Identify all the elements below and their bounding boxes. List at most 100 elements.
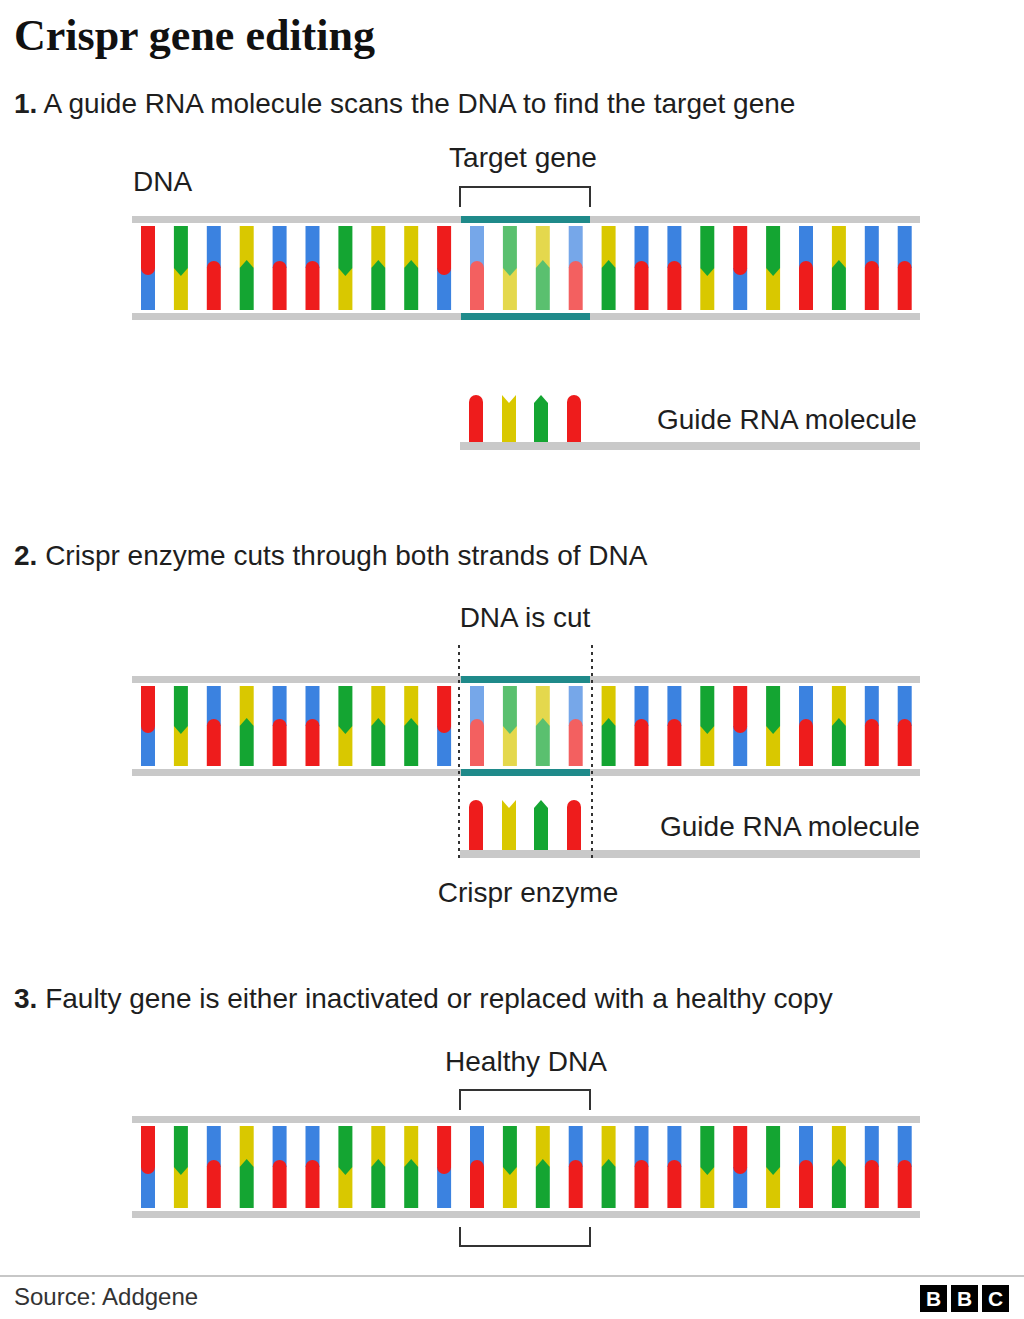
base-segment bbox=[733, 686, 747, 733]
rna-base bbox=[502, 395, 516, 442]
base-segment bbox=[898, 719, 912, 766]
base-segment bbox=[240, 718, 254, 766]
part-label: Guide RNA molecule bbox=[657, 403, 917, 437]
rna-base bbox=[502, 800, 516, 850]
dna-strand bbox=[132, 769, 920, 776]
base-segment bbox=[240, 260, 254, 310]
base-segment bbox=[898, 1160, 912, 1208]
base-segment bbox=[273, 1160, 287, 1208]
base-segment bbox=[437, 226, 451, 275]
base-segment bbox=[602, 1159, 616, 1208]
logo-letter: C bbox=[982, 1285, 1009, 1312]
base-segment bbox=[437, 686, 451, 733]
base-segment bbox=[799, 1160, 813, 1208]
part-label: Crispr enzyme bbox=[438, 876, 618, 910]
base-segment bbox=[174, 686, 188, 734]
base-segment bbox=[569, 1160, 583, 1208]
base-segment bbox=[437, 1126, 451, 1174]
bracket bbox=[460, 187, 590, 207]
dna-strand bbox=[132, 676, 920, 683]
base-segment bbox=[338, 686, 352, 734]
base-segment bbox=[240, 1159, 254, 1208]
rna-base bbox=[469, 800, 483, 850]
base-segment bbox=[141, 686, 155, 733]
title: Crispr gene editing bbox=[14, 10, 375, 62]
part-label: DNA bbox=[133, 165, 192, 199]
target-strand bbox=[461, 769, 590, 776]
base-segment bbox=[273, 261, 287, 310]
rna-base bbox=[534, 800, 548, 850]
base-segment bbox=[635, 261, 649, 310]
base-segment bbox=[733, 226, 747, 275]
target-fade bbox=[461, 683, 590, 769]
dna-strand bbox=[132, 1211, 920, 1218]
bracket bbox=[460, 1090, 590, 1110]
base-segment bbox=[799, 719, 813, 766]
dna-strand bbox=[132, 1116, 920, 1123]
base-segment bbox=[371, 1159, 385, 1208]
base-segment bbox=[865, 1160, 879, 1208]
base-segment bbox=[207, 719, 221, 766]
step-heading: 3. Faulty gene is either inactivated or … bbox=[14, 982, 833, 1016]
base-segment bbox=[766, 1126, 780, 1175]
base-segment bbox=[306, 719, 320, 766]
rna-strand bbox=[460, 850, 920, 858]
step-heading: 2. Crispr enzyme cuts through both stran… bbox=[14, 539, 647, 573]
target-strand bbox=[461, 676, 590, 683]
part-label: DNA is cut bbox=[460, 601, 591, 635]
cut-line bbox=[458, 645, 460, 858]
source-note: Source: Addgene bbox=[14, 1280, 198, 1314]
part-label: Guide RNA molecule bbox=[660, 810, 920, 844]
base-segment bbox=[832, 1159, 846, 1208]
base-segment bbox=[306, 1160, 320, 1208]
base-segment bbox=[141, 1126, 155, 1174]
base-segment bbox=[635, 1160, 649, 1208]
base-segment bbox=[700, 686, 714, 734]
step-heading: 1. A guide RNA molecule scans the DNA to… bbox=[14, 87, 795, 121]
base-segment bbox=[865, 261, 879, 310]
base-segment bbox=[174, 226, 188, 276]
base-segment bbox=[766, 226, 780, 276]
base-segment bbox=[635, 719, 649, 766]
rna-base bbox=[567, 800, 581, 850]
bracket bbox=[460, 1227, 590, 1246]
base-segment bbox=[338, 1126, 352, 1175]
cut-line bbox=[591, 645, 593, 858]
base-segment bbox=[371, 260, 385, 310]
rna-base bbox=[534, 395, 548, 442]
logo-letter: B bbox=[951, 1285, 978, 1312]
dna-strand bbox=[132, 216, 920, 223]
base-segment bbox=[536, 1159, 550, 1208]
base-segment bbox=[404, 260, 418, 310]
target-fade bbox=[461, 223, 590, 313]
part-label: Target gene bbox=[449, 141, 597, 175]
rna-base bbox=[567, 395, 581, 442]
base-segment bbox=[207, 1160, 221, 1208]
base-segment bbox=[338, 226, 352, 276]
base-segment bbox=[667, 719, 681, 766]
base-segment bbox=[174, 1126, 188, 1175]
logo-letter: B bbox=[920, 1285, 947, 1312]
part-label: Healthy DNA bbox=[445, 1045, 607, 1079]
target-strand bbox=[461, 313, 590, 320]
base-segment bbox=[832, 260, 846, 310]
base-segment bbox=[667, 1160, 681, 1208]
target-strand bbox=[461, 216, 590, 223]
base-segment bbox=[766, 686, 780, 734]
base-segment bbox=[700, 226, 714, 276]
base-segment bbox=[470, 1160, 484, 1208]
base-segment bbox=[733, 1126, 747, 1174]
base-segment bbox=[865, 719, 879, 766]
base-segment bbox=[602, 260, 616, 310]
rna-base bbox=[469, 395, 483, 442]
base-segment bbox=[371, 718, 385, 766]
base-segment bbox=[700, 1126, 714, 1175]
base-segment bbox=[799, 261, 813, 310]
footer-rule bbox=[0, 1275, 1024, 1277]
base-segment bbox=[207, 261, 221, 310]
base-segment bbox=[898, 261, 912, 310]
dna-strand bbox=[132, 313, 920, 320]
base-segment bbox=[667, 261, 681, 310]
base-segment bbox=[273, 719, 287, 766]
